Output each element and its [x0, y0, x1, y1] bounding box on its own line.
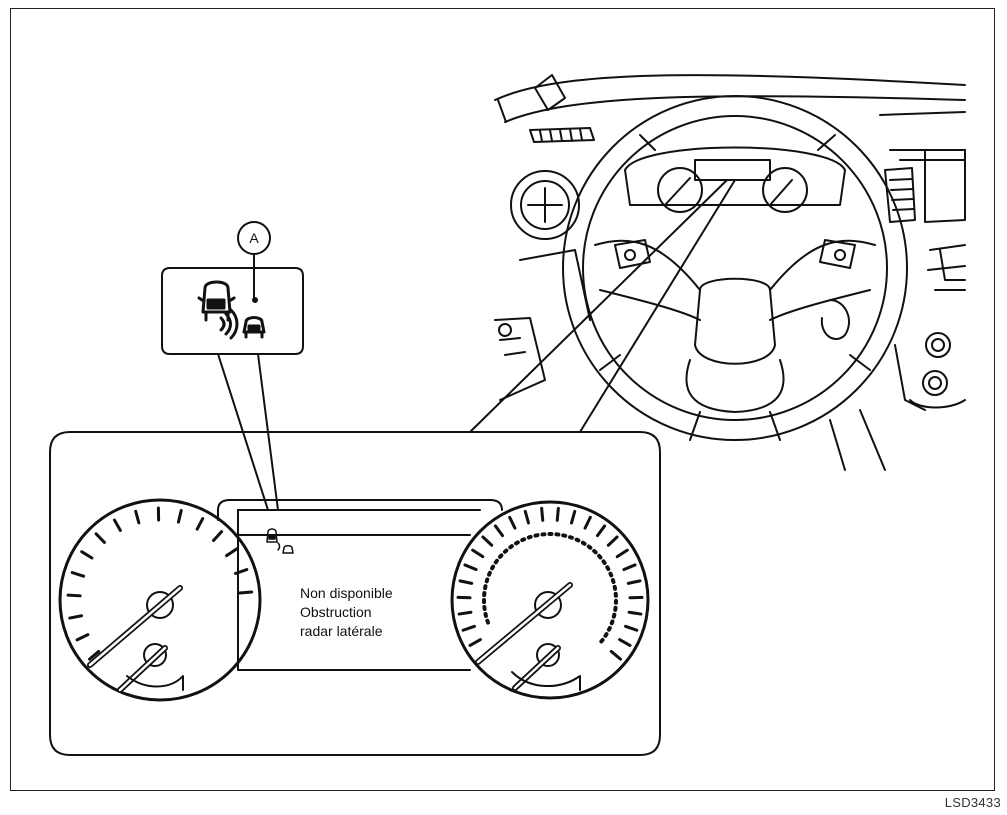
gauge-tick [618, 638, 632, 647]
gauge-tick [583, 515, 592, 530]
gauge-tick [68, 614, 84, 620]
gauge-tick [112, 518, 122, 532]
gauge-tick [463, 563, 478, 572]
gauge-tick [457, 610, 473, 616]
gauge-tick [461, 624, 476, 632]
gauge-tick [88, 649, 101, 661]
gauge-tick [627, 610, 643, 616]
gauge-tick [66, 593, 82, 598]
gauge-tick [555, 506, 560, 522]
gauge-tick [622, 563, 637, 572]
gauge-tick [609, 649, 622, 661]
gauge-tick [493, 524, 505, 538]
gauge-tick [570, 509, 577, 525]
gauge-tick [626, 579, 642, 585]
gauge-tick [212, 530, 224, 543]
message-line-3: radar latérale [300, 623, 383, 639]
gauge-tick [606, 535, 619, 547]
dashboard-drawing [469, 74, 966, 471]
gauge-inner-scale [482, 532, 618, 645]
figure-frame [10, 8, 995, 791]
gauge-tick [615, 548, 629, 559]
gauge-tick [458, 579, 474, 585]
gauge-tick [471, 548, 485, 559]
gauge-tick [75, 633, 90, 642]
cluster-zoom-panel [49, 431, 661, 756]
gauge-tick [508, 515, 517, 530]
message-line-1: Non disponible [300, 585, 393, 601]
callout-a-label: A [249, 230, 259, 246]
figure-code: LSD3433 [944, 795, 1001, 810]
gauge-tick [80, 550, 94, 560]
gauge-tick [540, 506, 545, 522]
gauge-tick [195, 517, 205, 531]
message-line-2: Obstruction [300, 604, 372, 620]
gauge-tick [176, 508, 183, 524]
side-radar-obstruction-icon [197, 280, 266, 340]
gauge-tick [468, 638, 482, 647]
gauge-tick [481, 535, 494, 547]
gauge-tick [134, 509, 141, 525]
gauge-tick [523, 509, 530, 525]
display-radar-icon [266, 528, 294, 554]
gauge-tick [225, 547, 239, 558]
gauge-tick [595, 524, 607, 538]
right-gauge [450, 500, 650, 700]
gauge-tick [94, 532, 106, 544]
gauge-tick [233, 568, 249, 576]
left-gauge [58, 498, 262, 702]
gauge-tick [70, 571, 86, 578]
gauge-tick [238, 590, 254, 595]
callout-bubble [161, 221, 304, 511]
gauge-tick [624, 624, 639, 632]
display-message: Non disponible Obstruction radar latéral… [300, 584, 393, 641]
